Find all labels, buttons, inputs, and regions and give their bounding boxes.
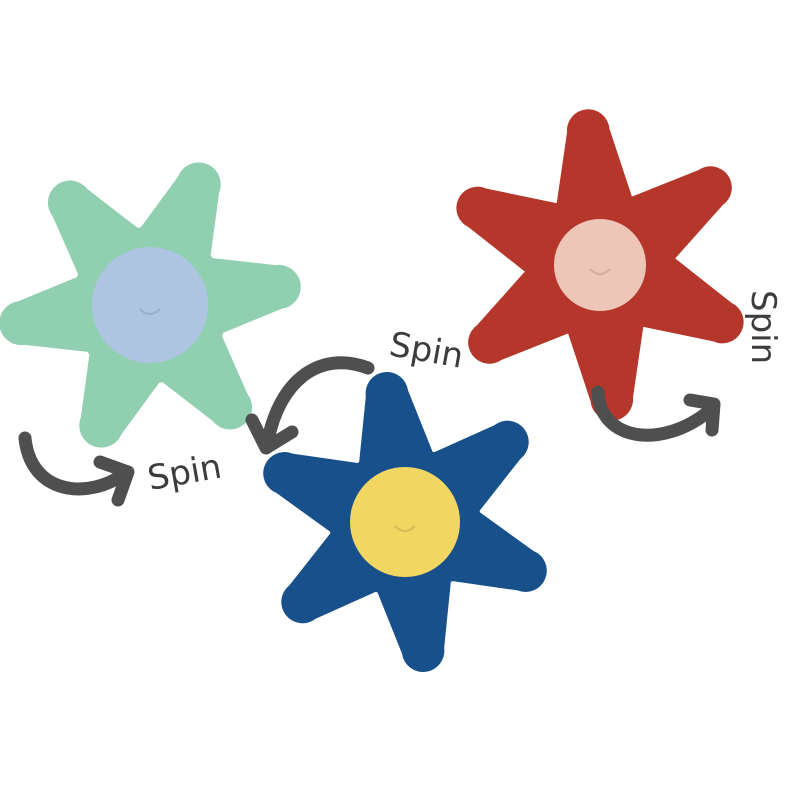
smiley-center-button [92, 247, 208, 363]
smile-icon [394, 525, 416, 532]
red-flower-spinner [456, 109, 744, 421]
spin-arrow-blue [245, 356, 375, 455]
green-flower-spinner [0, 162, 301, 448]
blue-flower-spinner [263, 371, 547, 673]
spin-label-green: Spin [145, 447, 225, 499]
spin-arrow-green [18, 431, 135, 507]
spin-arrow-red [591, 385, 721, 442]
smiley-center-button [350, 467, 460, 577]
spin-label-red: Spin [743, 290, 783, 364]
smiley-center-button [554, 219, 646, 311]
smile-icon [139, 308, 161, 315]
spin-label-blue: Spin [386, 324, 466, 376]
smile-icon [589, 268, 611, 275]
